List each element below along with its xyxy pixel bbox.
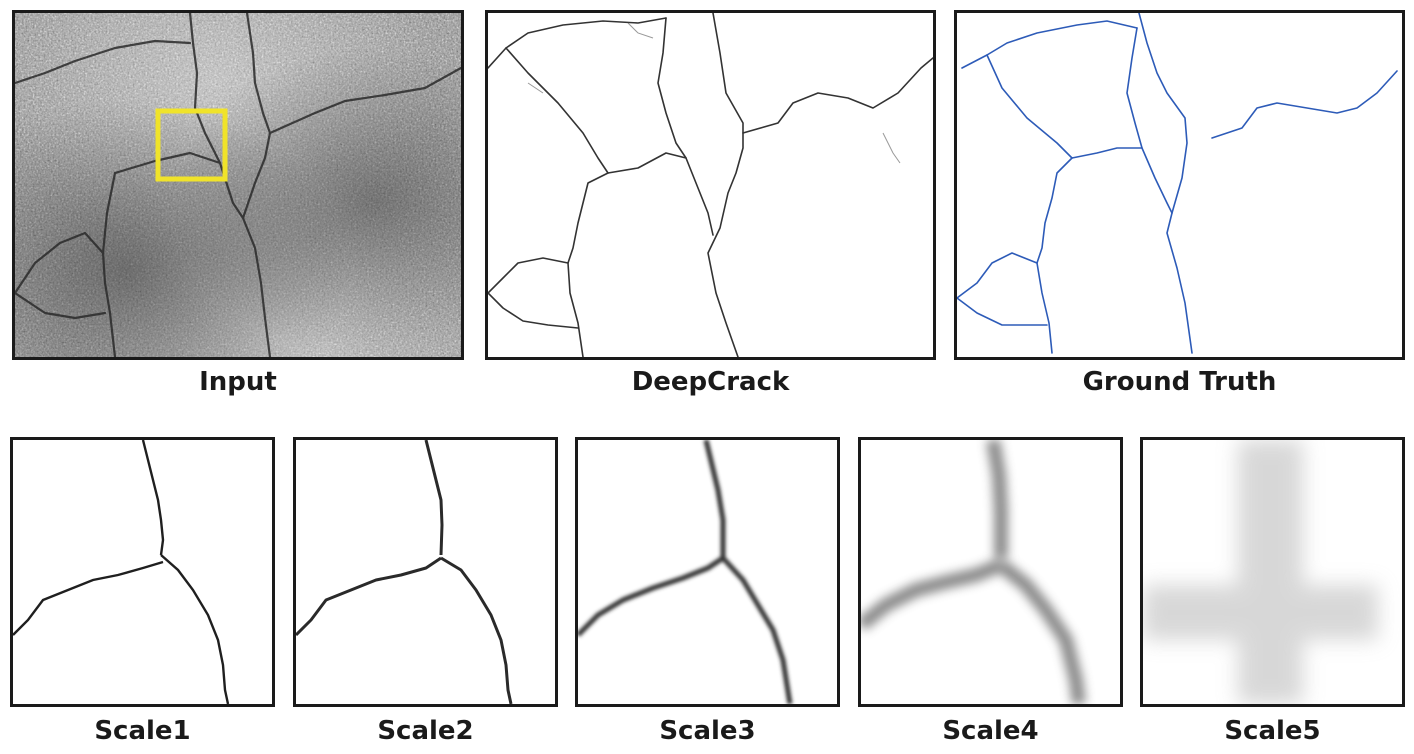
caption-scale3: Scale3	[659, 716, 756, 746]
caption-scale1: Scale1	[94, 716, 191, 746]
scale1-panel	[10, 437, 275, 707]
caption-scale4: Scale4	[942, 716, 1039, 746]
input-pavement-image	[15, 13, 461, 357]
caption-input: Input	[199, 367, 277, 397]
caption-scale5: Scale5	[1224, 716, 1321, 746]
ground-truth-image	[957, 13, 1398, 354]
input-image-panel	[12, 10, 464, 360]
deepcrack-output-panel	[485, 10, 936, 360]
ground-truth-panel	[954, 10, 1405, 360]
scale4-panel	[858, 437, 1123, 707]
scale5-image	[1143, 440, 1378, 704]
caption-deepcrack: DeepCrack	[631, 367, 790, 397]
scale2-image	[296, 440, 513, 704]
caption-ground-truth: Ground Truth	[1082, 367, 1277, 397]
deepcrack-output-image	[488, 13, 933, 357]
highlight-box	[155, 108, 228, 182]
scale2-panel	[293, 437, 558, 707]
caption-scale2: Scale2	[377, 716, 474, 746]
scale5-panel	[1140, 437, 1405, 707]
scale3-image	[578, 440, 793, 704]
scale3-panel	[575, 437, 840, 707]
scale4-image	[861, 440, 1086, 704]
scale1-image	[13, 440, 230, 704]
